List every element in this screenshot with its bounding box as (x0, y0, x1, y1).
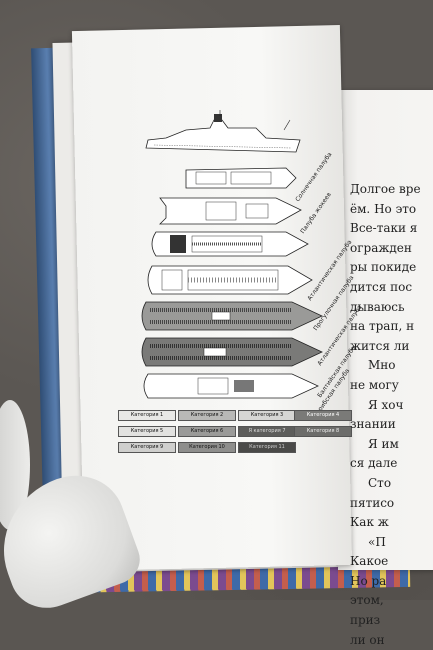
right-page-text: Долгое вре ём. Но это Все-таки я огражде… (350, 180, 421, 650)
text-line: ры покиде (350, 260, 417, 275)
deck-plan-2 (159, 197, 302, 225)
legend-item: Категория 11 (238, 442, 296, 453)
text-line: Но ра (350, 573, 387, 588)
deck-plan-5 (141, 301, 323, 331)
text-line: Как ж (350, 515, 389, 530)
legend-item: Категория 3 (238, 410, 296, 421)
right-page[interactable] (338, 90, 433, 570)
text-line: Долгое вре (350, 182, 421, 196)
legend-item: Категория 6 (178, 426, 236, 437)
text-line: ли он (350, 632, 385, 647)
text-line: дываюсь (350, 299, 405, 314)
text-line: «П (368, 534, 386, 549)
text-line: не могу (350, 377, 399, 392)
text-line: жится ли (350, 338, 410, 353)
deck-plan-6 (141, 337, 323, 367)
text-line: огражден (350, 240, 412, 255)
legend-item: Категория 4 (294, 410, 352, 421)
legend-item: Категория 8 (294, 426, 352, 437)
text-line: этом, (350, 593, 384, 608)
ship-side-profile (145, 110, 301, 153)
text-line: ём. Но это (350, 201, 417, 216)
text-line: ся дале (350, 456, 398, 471)
deck-plan-illustration (141, 110, 323, 399)
legend-item: Категория 5 (118, 426, 176, 437)
legend-item: Категория 2 (178, 410, 236, 421)
text-line: приз (350, 613, 381, 628)
text-line: Какое (350, 554, 389, 569)
legend-item: Я категория 7 (238, 426, 296, 437)
text-line: Я им (368, 436, 399, 451)
text-line: на трап, н (350, 319, 415, 334)
text-line: Сто (368, 475, 392, 490)
legend-item: Категория 10 (178, 442, 236, 453)
deck-plan-7 (143, 373, 319, 399)
text-line: дится пос (350, 279, 413, 294)
deck-plan-1 (185, 167, 297, 189)
text-line: Я хоч (368, 397, 404, 412)
text-line: Мно (368, 358, 396, 373)
legend-item: Категория 9 (118, 442, 176, 453)
deck-plan-3 (151, 231, 309, 257)
text-line: пятисо (350, 495, 395, 510)
text-line: Все-таки я (350, 221, 418, 236)
text-line: знании (350, 417, 396, 432)
legend-item: Категория 1 (118, 410, 176, 421)
deck-plan-4 (147, 265, 313, 295)
